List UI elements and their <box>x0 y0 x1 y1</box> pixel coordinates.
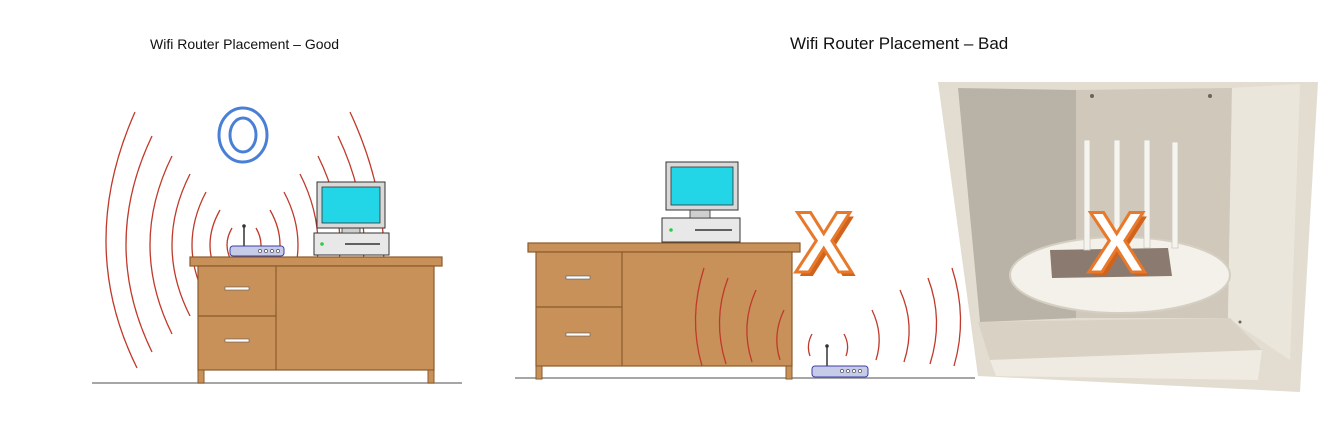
cabinet-photo <box>938 82 1318 392</box>
circle-mark-icon <box>217 106 269 164</box>
router-good <box>229 224 285 257</box>
computer-bad <box>661 161 741 243</box>
desk-bad <box>527 242 801 380</box>
cross-mark-icon: X <box>1086 195 1146 291</box>
cross-mark-icon: X <box>793 195 853 291</box>
good-placement-title: Wifi Router Placement – Good <box>150 36 340 52</box>
router-bad <box>811 344 869 378</box>
computer-good <box>313 181 390 256</box>
bad-placement-title: Wifi Router Placement – Bad <box>790 34 1009 53</box>
signal-waves-bad <box>694 267 962 367</box>
desk-good <box>189 256 443 384</box>
